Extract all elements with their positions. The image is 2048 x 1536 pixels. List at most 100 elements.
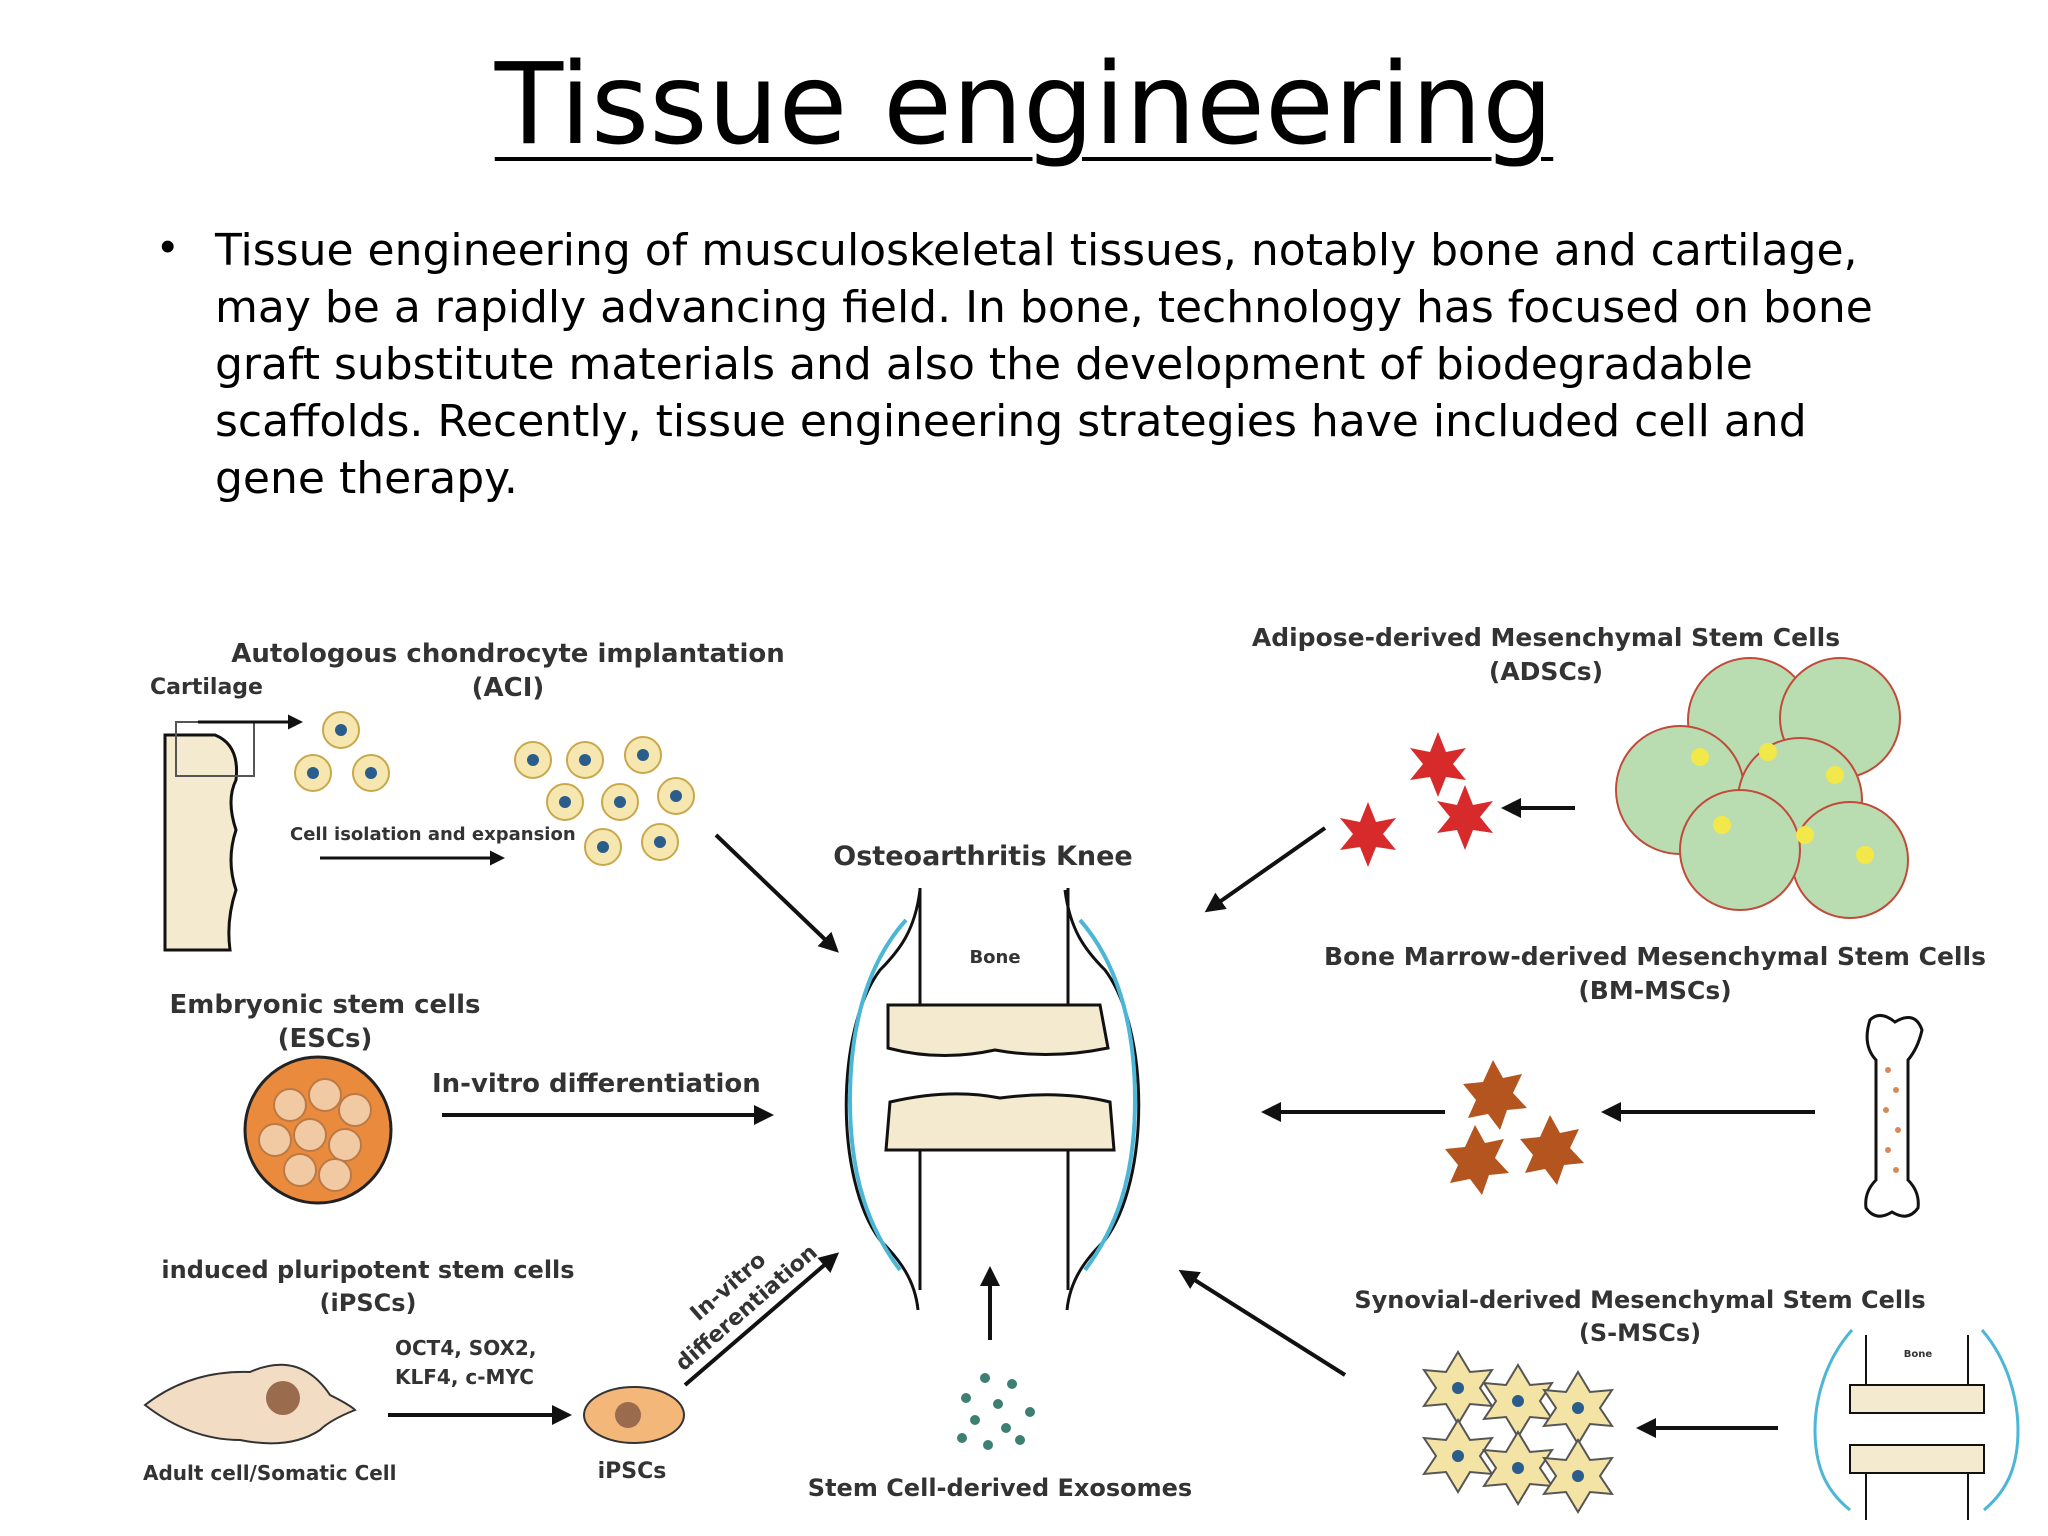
yellow-spot xyxy=(1826,766,1844,784)
mini-upper-bone xyxy=(1865,1335,1969,1386)
exosome xyxy=(980,1373,990,1383)
nucleus xyxy=(335,724,347,736)
synovium-right-outline xyxy=(1063,889,1141,1311)
nucleus xyxy=(1452,1382,1464,1394)
smsc-section: Synovial-derived Mesenchymal Stem Cells … xyxy=(1178,1269,2020,1520)
esc-step-label: In-vitro differentiation xyxy=(432,1069,761,1099)
cell-isolation-label: Cell isolation and expansion xyxy=(290,824,576,845)
smsc-nuclei xyxy=(1452,1382,1584,1482)
adipocyte xyxy=(1791,801,1909,919)
exosome xyxy=(1015,1435,1025,1445)
adsc-to-knee-arrow xyxy=(1204,826,1327,913)
esc-inner-cells xyxy=(258,1078,372,1192)
exosome xyxy=(993,1399,1003,1409)
lower-bone-shaft xyxy=(918,1150,1070,1290)
factors-line1: OCT4, SOX2, xyxy=(395,1336,536,1360)
adsc-title-line2: (ADSCs) xyxy=(1489,657,1603,686)
nucleus xyxy=(365,767,377,779)
factors-line2: KLF4, c-MYC xyxy=(395,1365,534,1389)
somatic-cell xyxy=(143,1363,357,1445)
adsc-cell xyxy=(1410,732,1466,797)
mini-synovium-left xyxy=(1813,1328,1854,1512)
nucleus xyxy=(1512,1395,1524,1407)
adipocyte xyxy=(1679,789,1801,911)
synovium-right-blue xyxy=(1078,918,1138,1272)
adsc-section: Adipose-derived Mesenchymal Stem Cells (… xyxy=(1204,623,1909,919)
bmmsc-title-line2: (BM-MSCs) xyxy=(1578,976,1731,1005)
exosome xyxy=(1007,1379,1017,1389)
nucleus xyxy=(1572,1402,1584,1414)
exosome xyxy=(970,1415,980,1425)
exosome xyxy=(957,1433,967,1443)
esc-title-line1: Embryonic stem cells xyxy=(169,990,480,1020)
esc-cell xyxy=(273,1088,307,1122)
aci-title-line1: Autologous chondrocyte implantation xyxy=(231,639,785,669)
yellow-spot xyxy=(1759,743,1777,761)
exosome-section: Stem Cell-derived Exosomes xyxy=(808,1266,1192,1502)
aci-title-line2: (ACI) xyxy=(472,673,545,703)
exosome-label: Stem Cell-derived Exosomes xyxy=(808,1474,1192,1502)
marrow-dot xyxy=(1893,1167,1899,1173)
nucleus xyxy=(670,790,682,802)
yellow-spot xyxy=(1796,826,1814,844)
marrow-dot xyxy=(1883,1107,1889,1113)
nucleus xyxy=(579,754,591,766)
marrow-dots xyxy=(1883,1067,1901,1173)
esc-cell xyxy=(308,1078,342,1112)
bmmsc-section: Bone Marrow-derived Mesenchymal Stem Cel… xyxy=(1261,942,1986,1218)
adipocyte-yellow-spots xyxy=(1691,743,1874,864)
ipsc-label: iPSCs xyxy=(598,1459,667,1484)
ipsc-title-line2: (iPSCs) xyxy=(320,1289,417,1317)
synovium-left-outline xyxy=(844,889,922,1311)
bone-label: Bone xyxy=(969,947,1020,968)
smsc-title-line2: (S-MSCs) xyxy=(1579,1319,1701,1347)
adipocyte-cluster xyxy=(1615,657,1909,919)
bmmsc-cluster xyxy=(1445,1060,1584,1195)
nucleus xyxy=(1452,1450,1464,1462)
bmmsc-cell xyxy=(1520,1115,1584,1185)
cartilage-tissue xyxy=(163,733,239,952)
esc-section: Embryonic stem cells (ESCs) In-vitro dif… xyxy=(169,990,774,1205)
smsc-to-knee-arrow xyxy=(1178,1269,1347,1377)
osteoarthritis-knee: Osteoarthritis Knee Bone xyxy=(833,841,1141,1311)
esc-cell xyxy=(328,1128,362,1162)
nucleus xyxy=(597,841,609,853)
mini-synovium-right xyxy=(1980,1329,2020,1512)
slide-title: Tissue engineering xyxy=(494,40,1554,170)
esc-cell xyxy=(318,1158,352,1192)
expanded-chondrocytes xyxy=(514,736,695,866)
nucleus xyxy=(1512,1462,1524,1474)
exosome xyxy=(961,1393,971,1403)
nucleus xyxy=(527,754,539,766)
exosome xyxy=(1001,1423,1011,1433)
bmmsc-cell xyxy=(1463,1060,1527,1130)
nucleus xyxy=(654,836,666,848)
bullet-text: Tissue engineering of musculoskeletal ti… xyxy=(215,225,1873,504)
nucleus xyxy=(559,796,571,808)
exosome xyxy=(983,1440,993,1450)
nucleus xyxy=(1572,1470,1584,1482)
exosome xyxy=(1025,1407,1035,1417)
marrow-dot xyxy=(1885,1067,1891,1073)
synovium-left-blue xyxy=(847,918,908,1272)
ipsc-to-knee-arrow xyxy=(683,1252,840,1387)
adult-cell-label: Adult cell/Somatic Cell xyxy=(143,1461,397,1485)
mini-lower-bone xyxy=(1865,1473,1969,1520)
bmmsc-cell xyxy=(1445,1125,1509,1195)
ipsc-title-line1: induced pluripotent stem cells xyxy=(161,1256,574,1284)
bullet-point: • Tissue engineering of musculoskeletal … xyxy=(160,222,1880,507)
long-bone xyxy=(1864,1014,1924,1218)
esc-cell xyxy=(283,1153,317,1187)
marrow-dot xyxy=(1885,1147,1891,1153)
ipsc-step-label-group: In-vitro differentiation xyxy=(671,1240,823,1376)
nucleus xyxy=(637,749,649,761)
mini-upper-bone-end xyxy=(1849,1384,1985,1414)
adsc-cell xyxy=(1437,785,1493,850)
yellow-spot xyxy=(1713,816,1731,834)
esc-cell xyxy=(258,1123,292,1157)
nucleus xyxy=(307,767,319,779)
yellow-spot xyxy=(1691,748,1709,766)
smsc-title-line1: Synovial-derived Mesenchymal Stem Cells xyxy=(1354,1286,1925,1314)
cartilage-label: Cartilage xyxy=(150,675,263,700)
